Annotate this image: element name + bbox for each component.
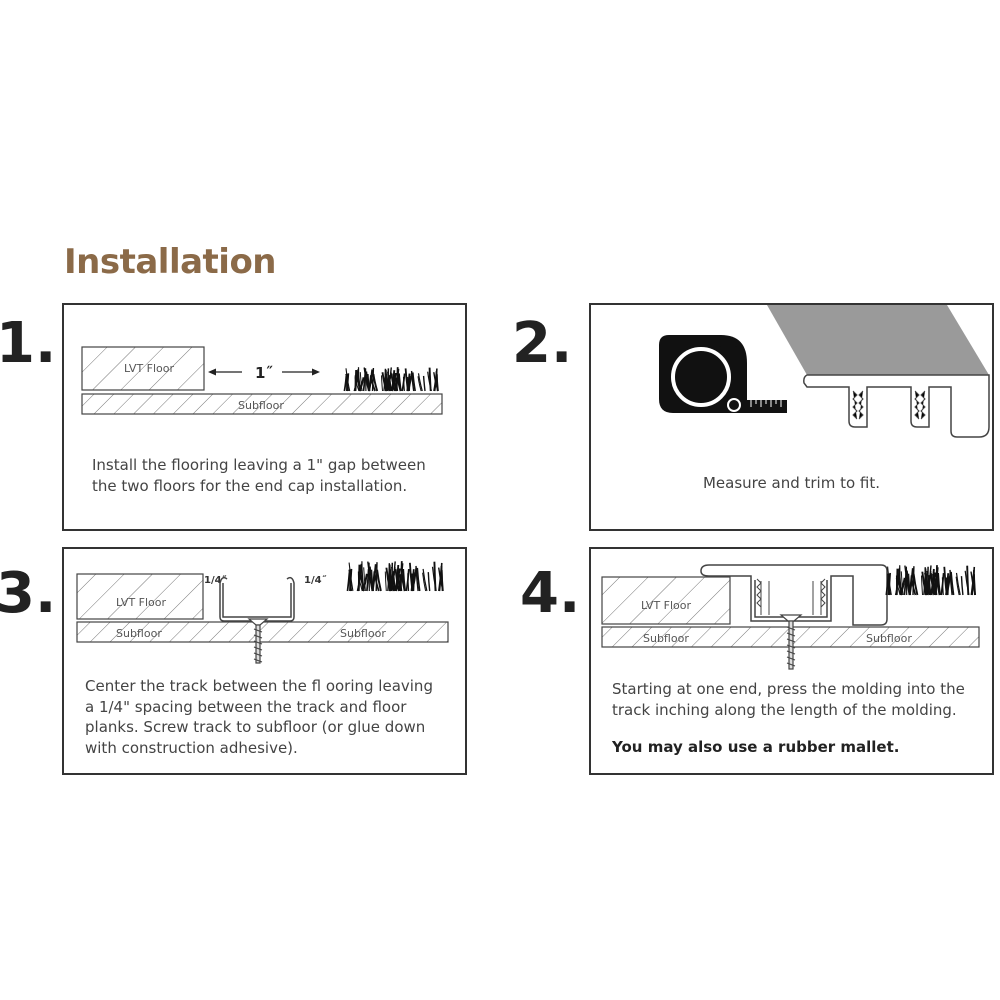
step-3-caption: Center the track between the fl ooring l…	[85, 677, 433, 757]
step-4-number: 4.	[520, 561, 581, 626]
subfloor-left-label: Subfloor	[643, 632, 689, 645]
step-2-diagram	[659, 305, 990, 438]
step-1-caption: Install the flooring leaving a 1" gap be…	[92, 456, 426, 495]
lvt-floor-label: LVT Floor	[116, 596, 167, 609]
subfloor-right-label: Subfloor	[340, 627, 386, 640]
subfloor-block	[81, 393, 443, 415]
step-4-panel: LVT Floor Subfloor Subfloor Starting at …	[589, 547, 994, 775]
spacing-left-label: 1/4˝	[204, 574, 227, 586]
gap-label: 1˝	[255, 364, 273, 382]
step-1-diagram: LVT Floor Subfloor 1˝	[81, 346, 443, 415]
step-4-note: You may also use a rubber mallet.	[612, 738, 900, 756]
page-title: Installation	[64, 242, 277, 282]
lvt-floor-block	[76, 573, 204, 620]
lvt-floor-label: LVT Floor	[641, 599, 692, 612]
screw-icon	[247, 618, 269, 664]
step-3-panel: LVT Floor Subfloor Subfloor 1/4˝ 1/4˝ Ce…	[62, 547, 467, 775]
lvt-floor-block	[81, 346, 205, 391]
step-4-caption: Starting at one end, press the molding i…	[612, 680, 965, 719]
screw-icon	[779, 614, 803, 670]
step-1-number: 1.	[0, 311, 57, 376]
subfloor-label: Subfloor	[238, 399, 284, 412]
step-2-panel: Measure and trim to fit.	[589, 303, 994, 531]
subfloor-right-label: Subfloor	[866, 632, 912, 645]
lvt-floor-label: LVT Floor	[124, 362, 175, 375]
carpet-icon	[343, 367, 439, 392]
step-2-caption: Measure and trim to fit.	[702, 474, 881, 492]
track-icon	[219, 576, 295, 622]
gap-arrow	[208, 368, 320, 376]
tape-measure-icon	[659, 335, 787, 413]
subfloor-left-label: Subfloor	[116, 627, 162, 640]
spacing-right-label: 1/4˝	[304, 574, 327, 586]
step-3-number: 3.	[0, 561, 57, 626]
carpet-icon	[346, 561, 444, 592]
step-3-diagram: LVT Floor Subfloor Subfloor 1/4˝ 1/4˝	[76, 561, 449, 664]
step-2-number: 2.	[512, 311, 573, 376]
step-1-panel: LVT Floor Subfloor 1˝ Install the floori…	[62, 303, 467, 531]
end-cap-molding-icon	[767, 305, 990, 438]
carpet-icon	[885, 565, 977, 596]
step-4-diagram: LVT Floor Subfloor Subfloor	[601, 564, 980, 670]
lvt-floor-block	[601, 576, 731, 625]
